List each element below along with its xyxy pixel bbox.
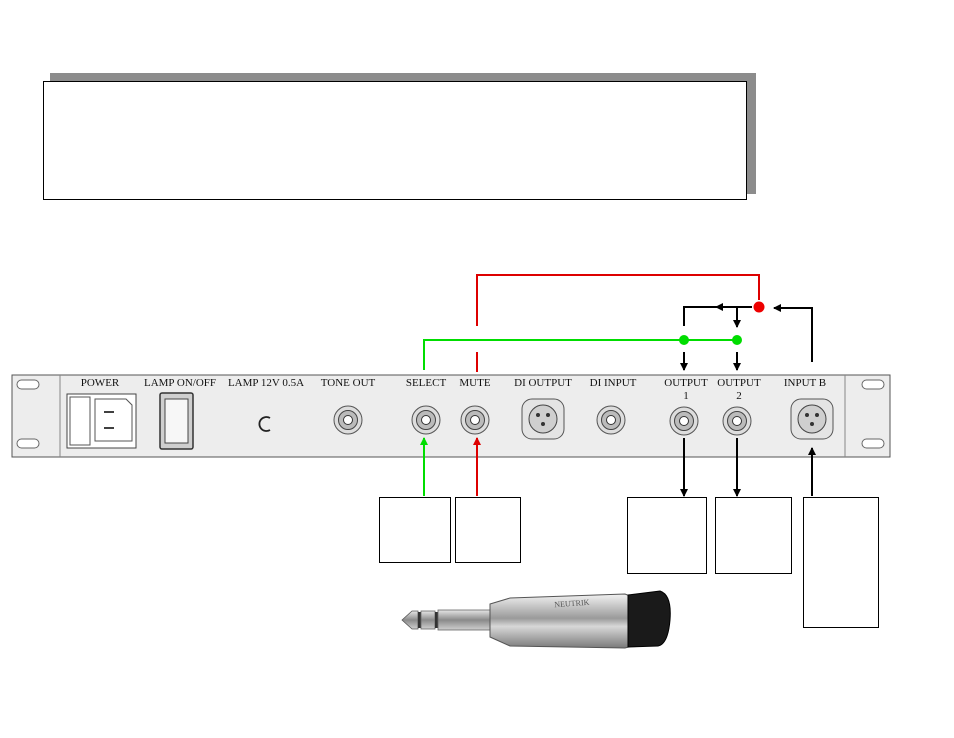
di-output-xlr-connector [521, 398, 565, 440]
select-signal-line [420, 339, 737, 496]
label-mute: MUTE [459, 377, 490, 389]
rack-ear-slot [861, 379, 885, 390]
rack-ear-slot [861, 438, 885, 449]
output-1-callout-box [627, 497, 707, 574]
lamp-socket [258, 416, 271, 432]
select-junction-dot-output-2 [732, 335, 742, 345]
label-tone-out: TONE OUT [321, 377, 376, 389]
label-input-b: INPUT B [784, 377, 826, 389]
power-inlet [66, 393, 137, 449]
lamp-switch [159, 392, 194, 450]
label-power: POWER [81, 377, 120, 389]
mute-signal-line [473, 274, 760, 496]
label-output-1: OUTPUT [664, 377, 708, 389]
di-input-jack [596, 405, 626, 435]
select-callout-box [379, 497, 451, 563]
label-di-output: DI OUTPUT [514, 377, 572, 389]
audio-signal-routing [680, 303, 816, 497]
input-b-xlr-connector [790, 398, 834, 440]
label-output-2-number: 2 [736, 390, 742, 402]
rack-ear-slot [16, 379, 40, 390]
input-b-callout-box [803, 497, 879, 628]
label-lamp-on-off: LAMP ON/OFF [144, 377, 216, 389]
rack-ear-slot [16, 438, 40, 449]
output-1-jack [669, 406, 699, 436]
label-output-1-number: 1 [683, 390, 689, 402]
label-output-2: OUTPUT [717, 377, 761, 389]
trs-plug-image: NEUTRIK [401, 590, 671, 649]
select-jack [411, 405, 441, 435]
title-box [43, 81, 747, 200]
mute-jack [460, 405, 490, 435]
select-junction-dot-output-1 [679, 335, 689, 345]
label-lamp-rating: LAMP 12V 0.5A [228, 377, 304, 389]
output-2-callout-box [715, 497, 792, 574]
mute-junction-dot [753, 301, 765, 313]
label-select: SELECT [406, 377, 447, 389]
plug-brand-text: NEUTRIK [554, 598, 590, 609]
output-2-jack [722, 406, 752, 436]
tone-out-jack [333, 405, 363, 435]
label-di-input: DI INPUT [590, 377, 637, 389]
mute-callout-box [455, 497, 521, 563]
